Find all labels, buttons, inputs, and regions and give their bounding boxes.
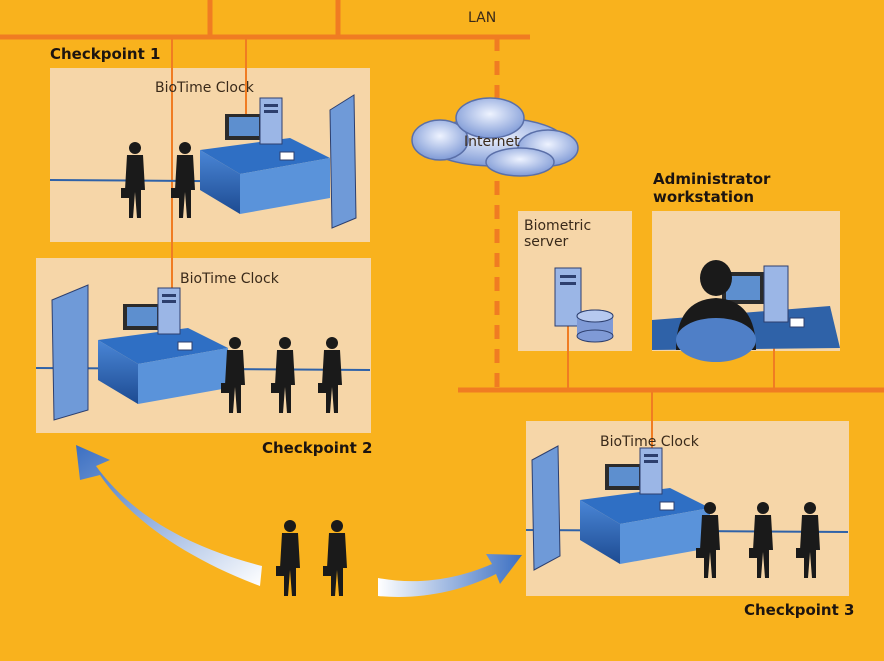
lan-label: LAN (468, 10, 497, 26)
checkpoint-2-device-label: BioTime Clock (180, 271, 279, 287)
server-label-line2: server (524, 234, 569, 250)
checkpoint-3-device-label: BioTime Clock (600, 434, 699, 450)
checkpoint-2-scene (35, 284, 371, 421)
forward-arrow (378, 554, 522, 598)
checkpoint-1-device-label: BioTime Clock (155, 80, 254, 96)
server-tower (554, 267, 614, 343)
internet-cloud (411, 97, 579, 177)
return-arrow (76, 445, 262, 586)
checkpoint-3-title: Checkpoint 3 (744, 601, 855, 619)
walking-people (276, 520, 347, 596)
admin-label-line2: workstation (653, 188, 755, 206)
server-label-line1: Biometric (524, 218, 592, 234)
lan-backbone (0, 0, 884, 393)
checkpoint-1-scene (49, 94, 357, 229)
checkpoint-2-title: Checkpoint 2 (262, 439, 373, 457)
checkpoint-1-title: Checkpoint 1 (50, 45, 161, 63)
admin-workstation-scene (652, 260, 840, 362)
internet-label: Internet (464, 134, 520, 150)
admin-label-line1: Administrator (653, 170, 771, 188)
checkpoint-3-scene (525, 445, 849, 578)
